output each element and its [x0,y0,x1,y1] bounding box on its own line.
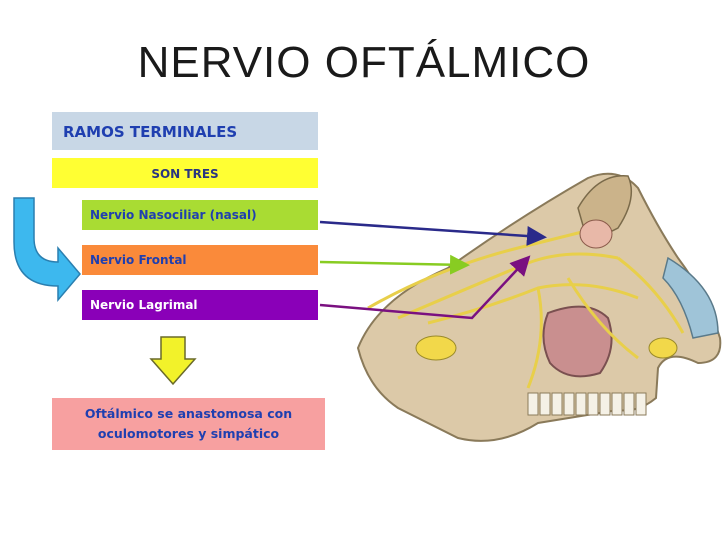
arrow-lagrimal [319,255,531,320]
maxillary-sinus [542,305,613,378]
note-line-1: Oftálmico se anastomosa con [84,406,293,421]
anastomosis-note: Oftálmico se anastomosa con oculomotores… [52,398,325,450]
down-arrow-icon [149,336,197,386]
skull-illustration [356,172,722,442]
note-line-2: oculomotores y simpático [97,426,280,441]
ramos-terminales-header: RAMOS TERMINALES [52,112,318,150]
arrow-nasociliar [319,220,547,246]
branch-lagrimal: Nervio Lagrimal [82,290,318,320]
curved-arrow-icon [13,197,81,303]
arrow-frontal [319,254,470,275]
slide-title: NERVIO OFTÁLMICO [137,38,591,87]
branch-nasociliar: Nervio Nasociliar (nasal) [82,200,318,230]
branch-frontal: Nervio Frontal [82,245,318,275]
son-tres-label: SON TRES [52,158,318,188]
